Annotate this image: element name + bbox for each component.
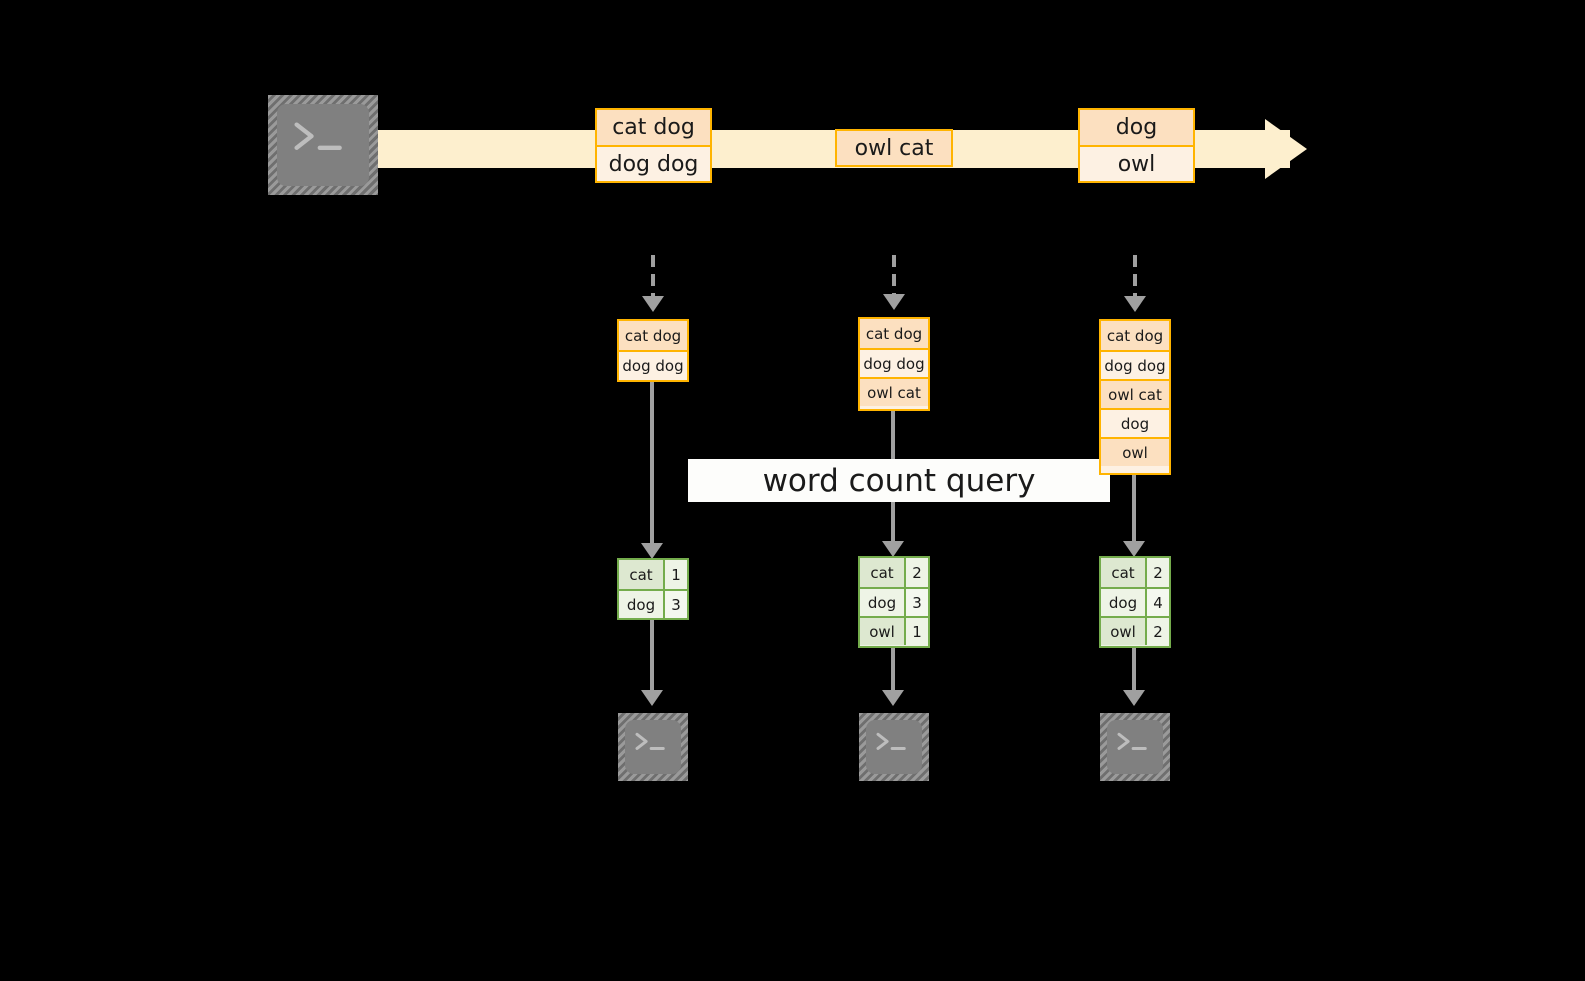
snapshot-1-row-2: dog dog: [619, 350, 687, 379]
result-3-row-3-word: owl: [1101, 618, 1145, 645]
result-3-row-3: owl 2: [1101, 616, 1169, 645]
result-table-2[interactable]: cat 2 dog 3 owl 1: [858, 556, 930, 648]
result-3-row-2: dog 4: [1101, 587, 1169, 616]
prompt-glyph: [1117, 732, 1147, 750]
prompt-glyph: [294, 122, 342, 150]
snapshot-2-row-2: dog dog: [860, 348, 928, 377]
stream-event-2[interactable]: owl cat: [835, 129, 953, 167]
result-table-1[interactable]: cat 1 dog 3: [617, 558, 689, 620]
stream-event-3-line-1: dog: [1080, 110, 1193, 146]
result-2-row-3-word: owl: [860, 618, 904, 645]
result-table-3[interactable]: cat 2 dog 4 owl 2: [1099, 556, 1171, 648]
result-2-row-1-count: 2: [904, 558, 928, 587]
sink-arrow-head-2: [882, 690, 904, 706]
feed-arrow-head-3: [1124, 296, 1146, 312]
query-arrow-head-2: [882, 541, 904, 557]
result-2-row-1-word: cat: [860, 558, 904, 587]
query-arrow-head-3: [1123, 541, 1145, 557]
sink-arrow-head-3: [1123, 690, 1145, 706]
feed-arrow-head-2: [883, 294, 905, 310]
sink-line-3: [1132, 648, 1136, 695]
stream-event-1-line-1: cat dog: [597, 110, 710, 146]
result-3-row-3-count: 2: [1145, 618, 1169, 645]
snapshot-stack-2[interactable]: cat dog dog dog owl cat: [858, 317, 930, 411]
sink-terminal-icon-1[interactable]: [618, 713, 688, 781]
sink-terminal-icon-3[interactable]: [1100, 713, 1170, 781]
query-label-band: word count query: [688, 459, 1110, 502]
sink-terminal-icon-2[interactable]: [859, 713, 929, 781]
feed-arrow-head-1: [642, 296, 664, 312]
source-terminal-icon[interactable]: [268, 95, 378, 195]
stream-event-3[interactable]: dog owl: [1078, 108, 1195, 183]
snapshot-3-row-3: owl cat: [1101, 379, 1169, 408]
query-arrow-head-1: [641, 543, 663, 559]
result-1-row-2-word: dog: [619, 591, 663, 618]
result-3-row-1: cat 2: [1101, 558, 1169, 587]
feed-dashed-line-2: [892, 255, 896, 298]
stream-event-1-line-2: dog dog: [597, 145, 710, 181]
query-line-3: [1132, 474, 1136, 547]
snapshot-stack-1[interactable]: cat dog dog dog: [617, 319, 689, 382]
stream-event-3-line-2: owl: [1080, 145, 1193, 181]
query-line-1: [650, 382, 654, 547]
prompt-glyph: [635, 732, 665, 750]
snapshot-1-row-1: cat dog: [619, 321, 687, 350]
result-2-row-2: dog 3: [860, 587, 928, 616]
result-2-row-3-count: 1: [904, 618, 928, 645]
snapshot-stack-3[interactable]: cat dog dog dog owl cat dog owl: [1099, 319, 1171, 475]
result-1-row-1: cat 1: [619, 560, 687, 589]
stream-arrow-head: [1265, 119, 1307, 179]
result-2-row-3: owl 1: [860, 616, 928, 645]
feed-dashed-line-1: [651, 255, 655, 300]
result-2-row-1: cat 2: [860, 558, 928, 587]
result-3-row-2-word: dog: [1101, 589, 1145, 616]
sink-line-2: [891, 648, 895, 695]
result-3-row-2-count: 4: [1145, 589, 1169, 616]
result-3-row-1-count: 2: [1145, 558, 1169, 587]
result-1-row-2-count: 3: [663, 591, 687, 618]
result-2-row-2-word: dog: [860, 589, 904, 616]
snapshot-3-row-4: dog: [1101, 408, 1169, 437]
result-3-row-1-word: cat: [1101, 558, 1145, 587]
sink-arrow-head-1: [641, 690, 663, 706]
result-1-row-1-count: 1: [663, 560, 687, 589]
result-1-row-2: dog 3: [619, 589, 687, 618]
snapshot-2-row-3: owl cat: [860, 377, 928, 406]
stream-event-1[interactable]: cat dog dog dog: [595, 108, 712, 183]
snapshot-3-row-5: owl: [1101, 437, 1169, 466]
query-label-text: word count query: [762, 462, 1036, 499]
snapshot-2-row-1: cat dog: [860, 319, 928, 348]
snapshot-3-row-2: dog dog: [1101, 350, 1169, 379]
prompt-glyph: [876, 732, 906, 750]
result-2-row-2-count: 3: [904, 589, 928, 616]
snapshot-3-row-1: cat dog: [1101, 321, 1169, 350]
sink-line-1: [650, 620, 654, 695]
stream-event-2-line-1: owl cat: [837, 131, 951, 165]
feed-dashed-line-3: [1133, 255, 1137, 300]
result-1-row-1-word: cat: [619, 560, 663, 589]
